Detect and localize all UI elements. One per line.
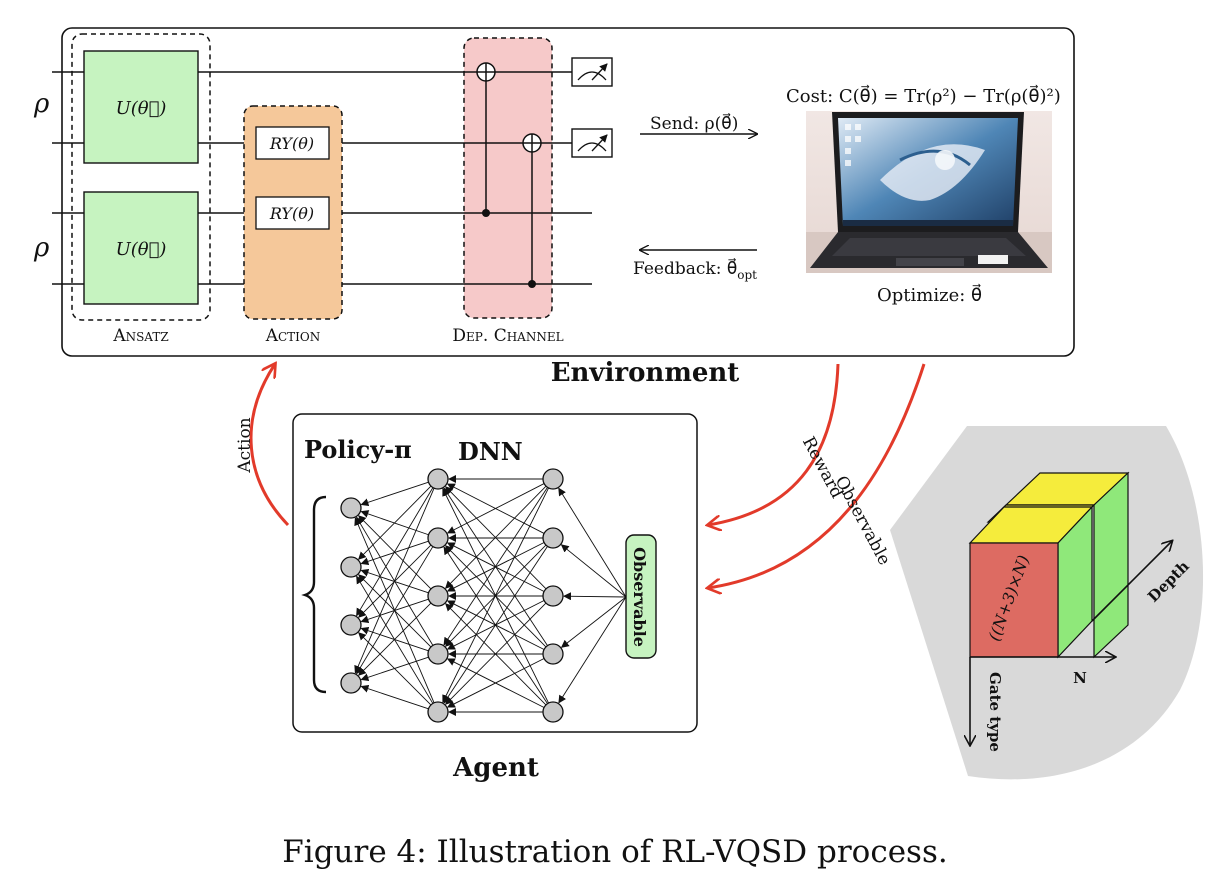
network-edge <box>356 516 434 646</box>
network-node <box>427 468 449 490</box>
laptop-photo-icon <box>806 111 1052 273</box>
input-brace <box>301 495 327 694</box>
ry-gate-bottom <box>255 196 330 230</box>
send-label: Send: ρ(θ⃗) <box>650 113 738 134</box>
network-edge <box>558 596 627 704</box>
feedback-subscript: opt <box>737 268 757 282</box>
feedback-main: Feedback: θ⃗ <box>633 258 737 279</box>
observable-box: Observable <box>625 534 657 659</box>
feedback-label: Feedback: θ⃗opt <box>633 258 757 282</box>
rho-top-label: ρ <box>33 89 50 119</box>
network-node <box>340 614 362 636</box>
axis-depth <box>1091 541 1172 622</box>
network-edge <box>360 510 429 536</box>
network-edge <box>446 483 545 534</box>
optimize-label: Optimize: θ⃗ <box>877 284 982 306</box>
network-edge <box>356 487 434 617</box>
network-node <box>542 643 564 665</box>
network-edge <box>356 575 434 704</box>
network-node <box>340 556 362 578</box>
network-node <box>542 527 564 549</box>
action-arrow-label: Action <box>235 417 255 473</box>
network-edge <box>442 487 549 704</box>
network-edge <box>560 544 627 598</box>
measurement-meter-icon <box>571 128 613 158</box>
network-edge <box>443 487 548 646</box>
action-box-label: Action <box>265 326 321 346</box>
network-edge <box>443 546 548 704</box>
network-edge <box>562 592 627 601</box>
tensor-bubble: ((N+3)×N) N Depth Gate type <box>890 426 1204 780</box>
reward-arrow <box>708 363 840 525</box>
axis-gate-label: Gate type <box>986 672 1004 752</box>
network-node <box>427 527 449 549</box>
network-node <box>542 585 564 607</box>
unitary-bottom-label: U(θ⃗) <box>116 239 167 260</box>
tensor-front-face <box>969 542 1059 658</box>
observable-arrow <box>708 363 926 588</box>
environment-title: Environment <box>551 358 740 388</box>
network-edge <box>558 487 627 598</box>
network-edge <box>360 684 429 710</box>
network-edge <box>360 481 429 507</box>
policy-label: Policy-π <box>304 435 412 464</box>
network-edge <box>354 517 435 703</box>
unitary-gate-top <box>83 50 199 164</box>
unitary-top-label: U(θ⃗) <box>116 98 167 119</box>
network-edge <box>445 485 547 589</box>
channel-label: Dep. Channel <box>452 326 563 346</box>
cnot-control-dot <box>528 280 536 288</box>
network-edge <box>443 487 548 646</box>
network-node <box>427 643 449 665</box>
network-node <box>542 701 564 723</box>
network-nodes <box>340 468 564 723</box>
network-edge <box>446 658 545 708</box>
rho-bottom-label: ρ <box>33 233 50 263</box>
network-node <box>340 672 362 694</box>
cost-label: Cost: C(θ⃗) = Tr(ρ²) − Tr(ρ(θ⃗)²) <box>786 85 1061 107</box>
network-edge <box>358 632 432 706</box>
ry-bottom-label: RY(θ) <box>269 204 314 223</box>
ansatz-label: Ansatz <box>112 326 168 346</box>
axis-n-label: N <box>1073 669 1087 687</box>
network-edge <box>445 486 547 590</box>
ry-gate-top <box>255 126 330 160</box>
agent-title: Agent <box>452 753 539 783</box>
cnot-control-dot <box>482 209 490 217</box>
action-group: RY(θ) RY(θ) <box>243 105 343 320</box>
dnn-label: DNN <box>458 437 523 466</box>
ry-top-label: RY(θ) <box>269 134 314 153</box>
observable-box-label: Observable <box>630 547 649 647</box>
measurement-meter-icon <box>571 57 613 87</box>
network-node <box>427 585 449 607</box>
network-node <box>340 497 362 519</box>
network-edge <box>560 596 627 648</box>
network-node <box>542 468 564 490</box>
network-edge <box>358 485 432 560</box>
unitary-gate-bottom <box>83 191 199 305</box>
network-edges <box>354 475 627 716</box>
action-arrow <box>249 364 290 527</box>
network-node <box>427 701 449 723</box>
network-edge <box>358 515 432 590</box>
network-edge <box>445 603 547 706</box>
channel-group <box>463 37 553 319</box>
ansatz-group: U(θ⃗) U(θ⃗) <box>71 33 211 321</box>
figure-caption: Figure 4: Illustration of RL-VQSD proces… <box>282 834 947 870</box>
